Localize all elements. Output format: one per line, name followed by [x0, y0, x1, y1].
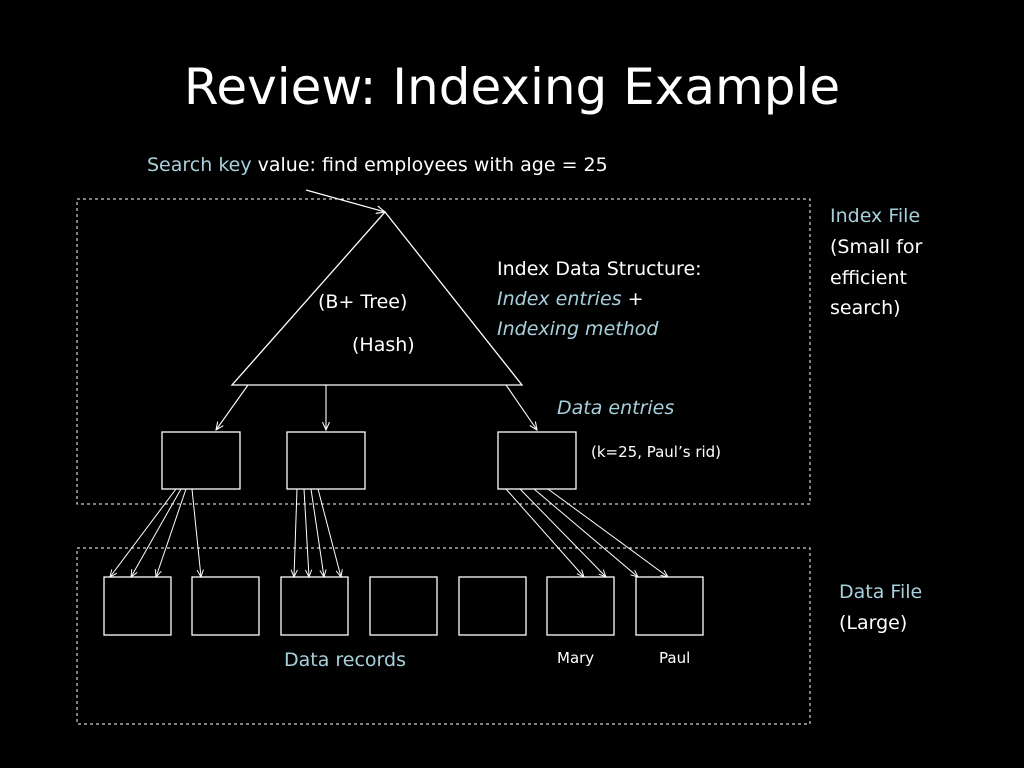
index-structure-heading: Index Data Structure: — [497, 258, 702, 280]
search-key-arrow — [305, 189, 385, 212]
index-tree-triangle — [230, 210, 524, 386]
search-key-line: Search key value: find employees with ag… — [147, 154, 608, 176]
indexing-method-text: Indexing method — [497, 318, 659, 340]
data-entry-box-2 — [286, 431, 366, 490]
index-file-region — [76, 198, 811, 505]
data-record-box-paul — [635, 576, 704, 636]
entry1-arrow-3 — [156, 488, 187, 577]
data-record-box-3 — [280, 576, 349, 636]
index-file-note-1: (Small for — [830, 236, 923, 258]
entry3-arrow-1 — [505, 488, 584, 577]
index-file-note-3: search) — [830, 297, 901, 319]
record-name-mary: Mary — [557, 649, 595, 667]
data-file-note: (Large) — [839, 612, 908, 634]
slide-title: Review: Indexing Example — [183, 58, 841, 116]
entry3-arrow-2 — [519, 488, 606, 577]
search-key-highlight: Search key — [147, 154, 252, 176]
hash-label: (Hash) — [352, 334, 415, 356]
entry2-arrow-2 — [303, 488, 309, 577]
data-entry-box-1 — [161, 431, 241, 490]
data-record-box-1 — [103, 576, 172, 636]
btree-label: (B+ Tree) — [318, 291, 408, 313]
data-file-region — [76, 547, 811, 725]
tree-arrow-3 — [505, 384, 537, 430]
data-record-box-mary — [546, 576, 615, 636]
data-file-title: Data File — [839, 581, 923, 603]
index-structure-entries-line: Index entries + — [497, 288, 644, 310]
entry2-arrow-1 — [294, 488, 297, 577]
entry1-arrow-1 — [110, 488, 177, 577]
tree-arrow-1 — [216, 384, 249, 430]
data-entries-label: Data entries — [557, 397, 675, 419]
search-key-text: value: find employees with age = 25 — [251, 154, 608, 176]
data-entry-example: (k=25, Paul’s rid) — [591, 443, 722, 461]
entry3-arrow-4 — [547, 488, 668, 577]
entry2-arrow-3 — [310, 488, 324, 577]
index-plus-text: + — [621, 288, 644, 310]
entry2-arrow-4 — [317, 488, 341, 577]
data-record-box-2 — [191, 576, 260, 636]
index-file-note-2: efficient — [830, 267, 907, 289]
data-records-label: Data records — [284, 649, 406, 671]
data-record-box-5 — [458, 576, 527, 636]
index-file-title: Index File — [830, 205, 921, 227]
entry1-arrow-2 — [131, 488, 182, 577]
data-record-box-4 — [369, 576, 438, 636]
index-entries-text: Index entries — [497, 288, 622, 310]
record-name-paul: Paul — [659, 649, 691, 667]
entry3-arrow-3 — [533, 488, 638, 577]
entry1-arrow-4 — [191, 488, 201, 577]
data-entry-box-3 — [497, 431, 577, 490]
